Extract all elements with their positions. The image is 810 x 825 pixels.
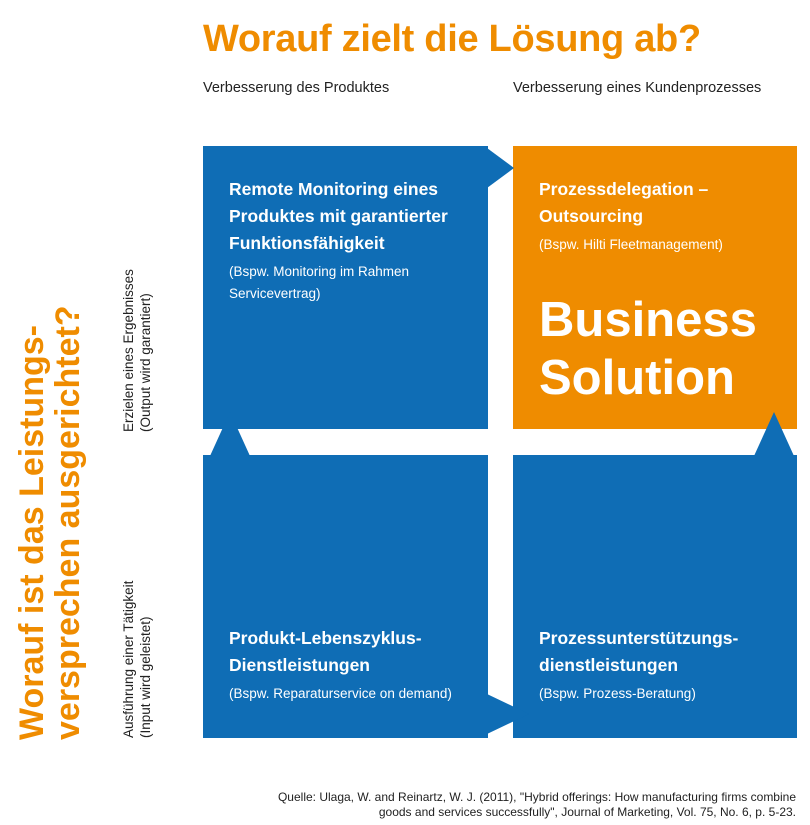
quadrant-title: Remote Monitoring eines Produktes mit ga… <box>229 176 474 257</box>
arrow-up-right-icon <box>754 412 794 456</box>
quadrant-title-line: Prozessdelegation – <box>539 179 709 199</box>
quadrant-lifecycle-services: Produkt-Lebenszyklus- Dienstleistungen (… <box>203 455 488 738</box>
column-header-product: Verbesserung des Produktes <box>203 80 390 96</box>
arrow-right-bottom-icon <box>487 694 529 734</box>
quadrant-title-line: Remote Monitoring eines <box>229 179 439 199</box>
quadrant-title-line: Funktionsfähigkeit <box>229 233 385 253</box>
business-solution-label: Business Solution <box>539 291 757 407</box>
business-solution-line: Business <box>539 293 757 347</box>
quadrant-example-line: (Bspw. Hilti Fleetmanagement) <box>539 237 723 252</box>
quadrant-example: (Bspw. Reparaturservice on demand) <box>229 683 478 705</box>
business-solution-line: Solution <box>539 351 735 405</box>
diagram-title: Worauf zielt die Lösung ab? <box>203 18 701 60</box>
quadrant-example: (Bspw. Prozess-Beratung) <box>539 683 787 705</box>
source-citation-line: Quelle: Ulaga, W. and Reinartz, W. J. (2… <box>277 790 796 804</box>
quadrant-title-line: Outsourcing <box>539 206 644 226</box>
quadrant-title: Produkt-Lebenszyklus- Dienstleistungen <box>229 625 478 679</box>
quadrant-remote-monitoring: Remote Monitoring eines Produktes mit ga… <box>203 146 488 429</box>
source-citation: Quelle: Ulaga, W. and Reinartz, W. J. (2… <box>236 790 796 820</box>
quadrant-example-line: Servicevertrag) <box>229 286 321 301</box>
quadrant-title-line: Dienstleistungen <box>229 655 370 675</box>
quadrant-example-line: (Bspw. Prozess-Beratung) <box>539 686 696 701</box>
quadrant-title: Prozessunterstützungs- dienstleistungen <box>539 625 787 679</box>
quadrant-example-line: (Bspw. Reparaturservice on demand) <box>229 686 452 701</box>
quadrant-title: Prozessdelegation – Outsourcing <box>539 176 783 230</box>
arrow-right-top-icon <box>487 148 514 188</box>
quadrant-business-solution: Prozessdelegation – Outsourcing (Bspw. H… <box>513 146 797 429</box>
quadrant-example: (Bspw. Hilti Fleetmanagement) <box>539 234 783 256</box>
quadrant-title-line: Produktes mit garantierter <box>229 206 448 226</box>
quadrant-title-line: Produkt-Lebenszyklus- <box>229 628 422 648</box>
quadrant-example-line: (Bspw. Monitoring im Rahmen <box>229 264 410 279</box>
quadrant-example: (Bspw. Monitoring im Rahmen Servicevertr… <box>229 261 474 305</box>
quadrant-process-support: Prozessunterstützungs- dienstleistungen … <box>513 455 797 738</box>
source-citation-line: goods and services successfully", Journa… <box>378 805 796 819</box>
arrow-up-left-icon <box>210 412 250 456</box>
quadrant-title-line: Prozessunterstützungs- <box>539 628 739 648</box>
column-header-process: Verbesserung eines Kundenprozesses <box>513 80 762 96</box>
quadrant-title-line: dienstleistungen <box>539 655 679 675</box>
